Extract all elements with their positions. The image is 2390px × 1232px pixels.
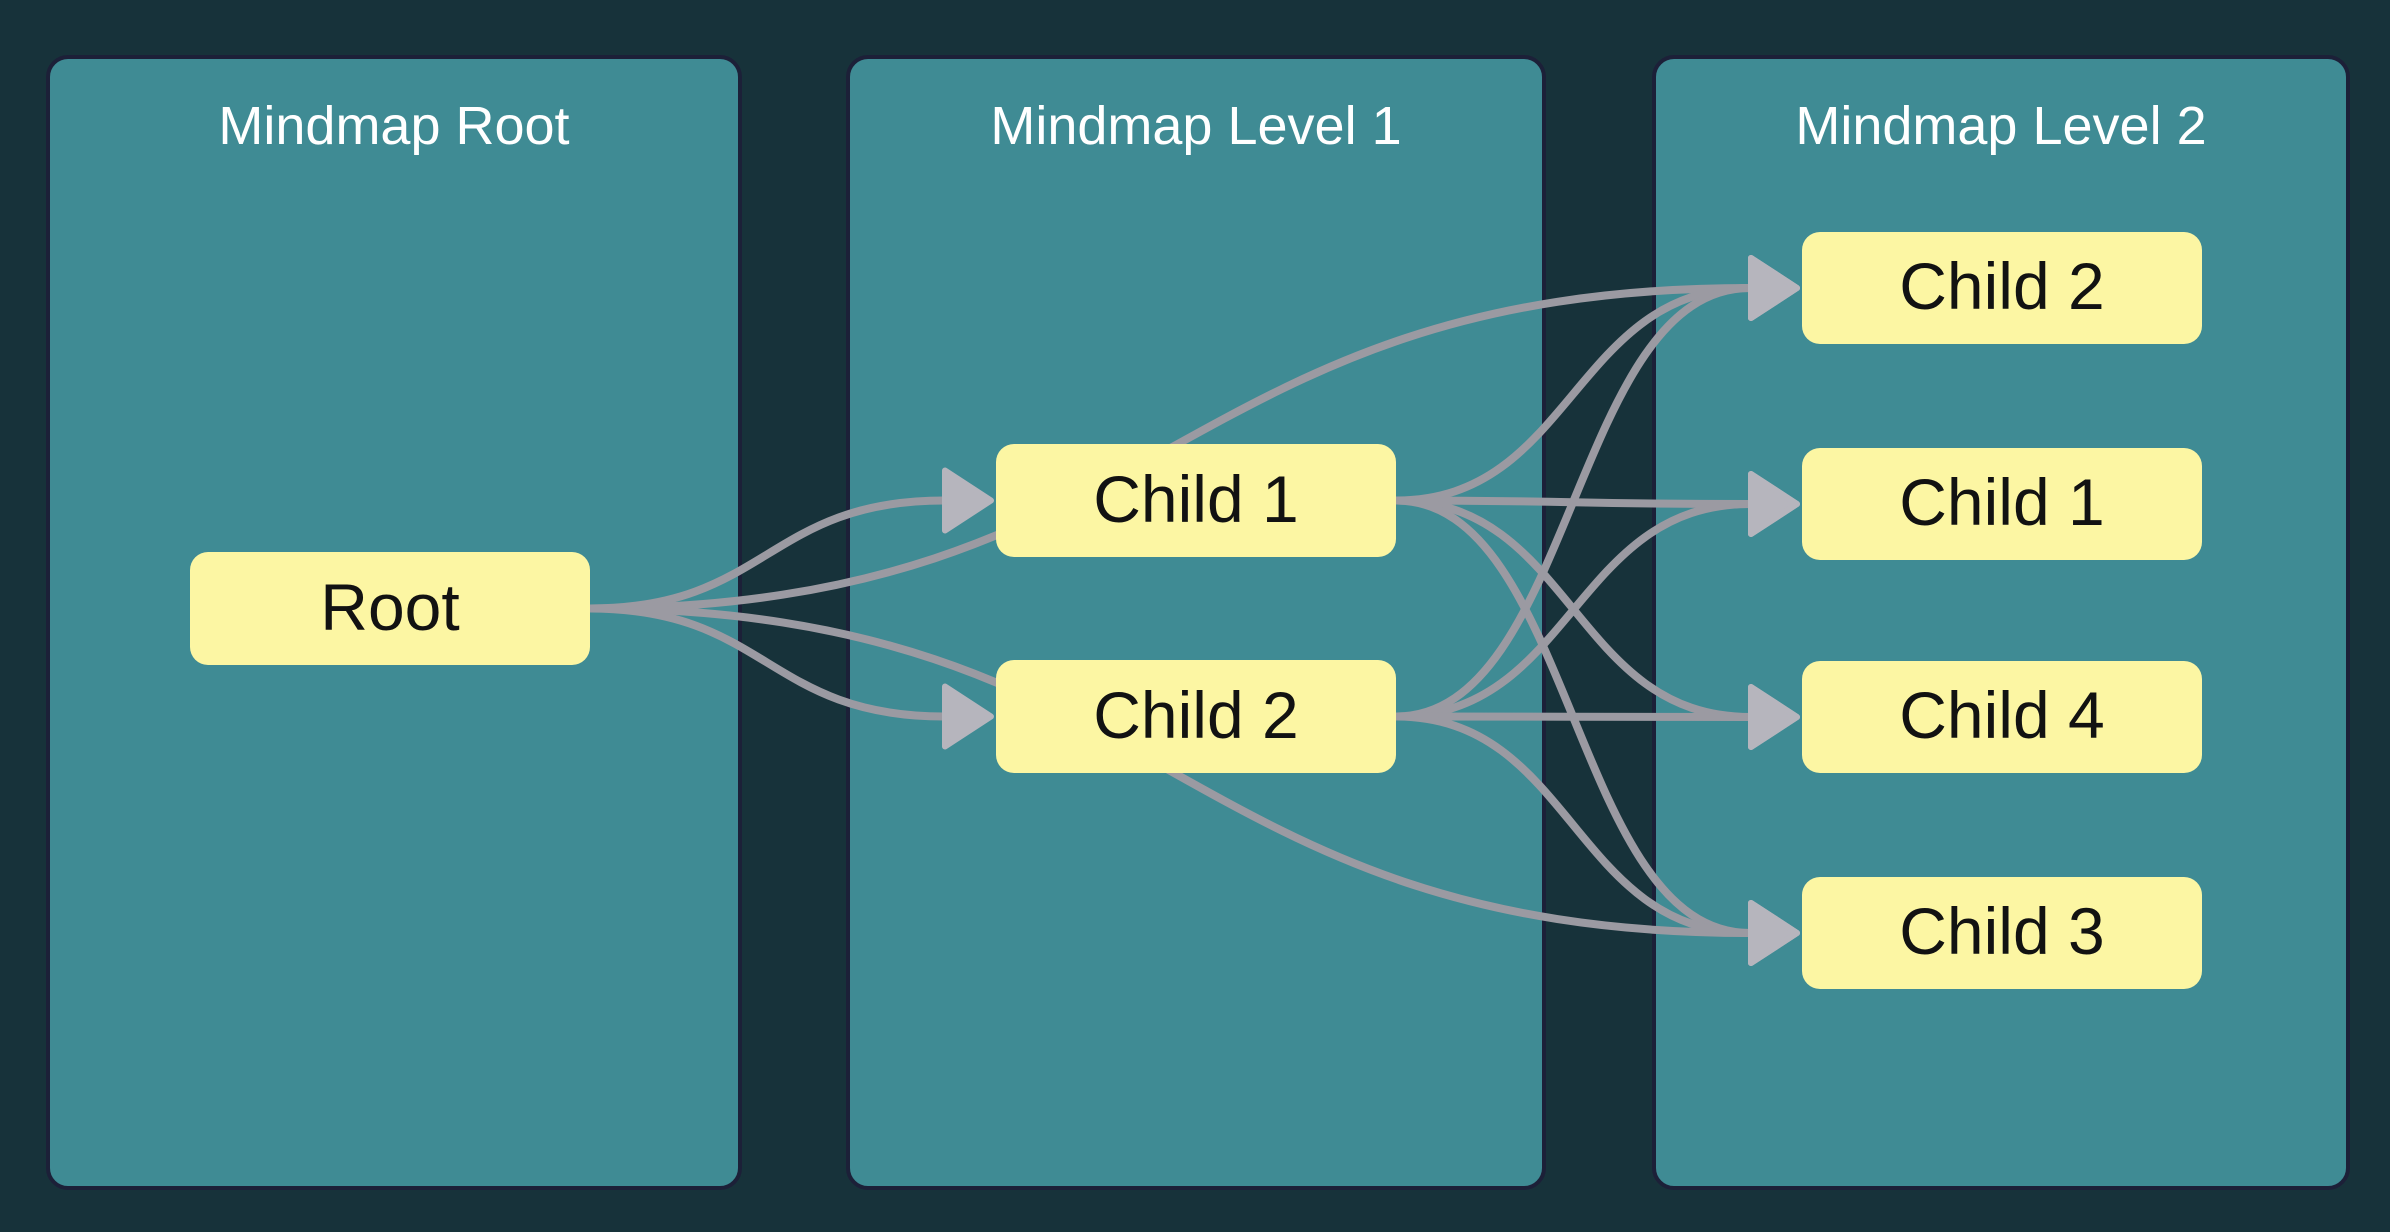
- panel-title: Mindmap Level 2: [1795, 96, 2207, 156]
- edge-l1-child-2-to-l2-child-2: [1395, 254, 1800, 721]
- node-label: Child 3: [1899, 894, 2105, 968]
- panel-title: Mindmap Level 1: [990, 96, 1402, 156]
- node-l2-child-4[interactable]: Child 4: [1802, 661, 2202, 773]
- node-l2-child-3[interactable]: Child 3: [1802, 877, 2202, 989]
- node-l1-child-1[interactable]: Child 1: [996, 444, 1396, 557]
- edge-l1-child-2-to-l2-child-1: [1395, 470, 1800, 721]
- panel-mindmap-level-1: Mindmap Level 1: [846, 55, 1546, 1190]
- edge-l1-child-2-to-l2-child-3: [1395, 712, 1800, 967]
- node-label: Child 1: [1899, 465, 2105, 539]
- edge-l1-child-2-to-l2-child-4: [1395, 684, 1800, 751]
- edge-root-to-l1-child-1: [589, 467, 994, 613]
- node-label: Child 2: [1899, 249, 2105, 323]
- node-root[interactable]: Root: [190, 552, 590, 665]
- node-l2-child-1[interactable]: Child 1: [1802, 448, 2202, 560]
- panel-title: Mindmap Root: [218, 96, 570, 156]
- node-label: Child 2: [1093, 677, 1299, 752]
- edge-root-to-l1-child-2: [589, 604, 994, 750]
- node-l2-child-2[interactable]: Child 2: [1802, 232, 2202, 344]
- node-label: Child 4: [1899, 678, 2105, 752]
- node-l1-child-2[interactable]: Child 2: [996, 660, 1396, 773]
- edge-l1-child-1-to-l2-child-2: [1395, 254, 1800, 505]
- node-label: Child 1: [1093, 461, 1299, 536]
- node-label: Root: [320, 569, 460, 644]
